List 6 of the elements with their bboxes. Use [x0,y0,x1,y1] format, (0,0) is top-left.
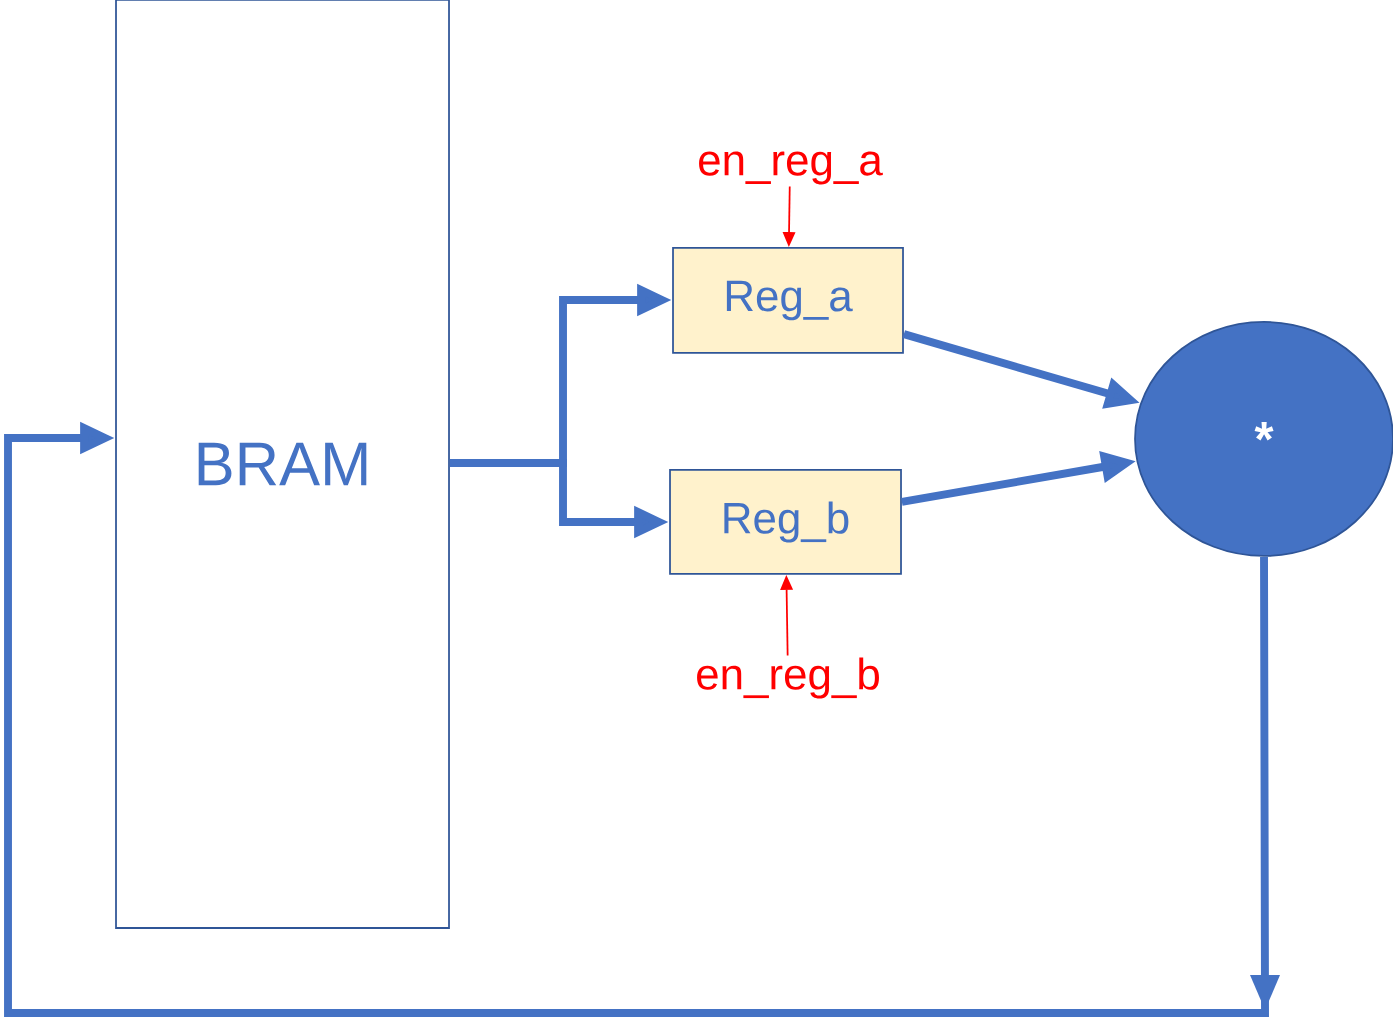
register-box: Reg_b [669,469,902,575]
signal-label: en_reg_a [699,151,883,185]
signal-label: en_reg_b [697,657,879,699]
bram-block: BRAM [115,0,450,929]
arrow [4,421,1280,1017]
register-box: Reg_a [672,247,904,354]
